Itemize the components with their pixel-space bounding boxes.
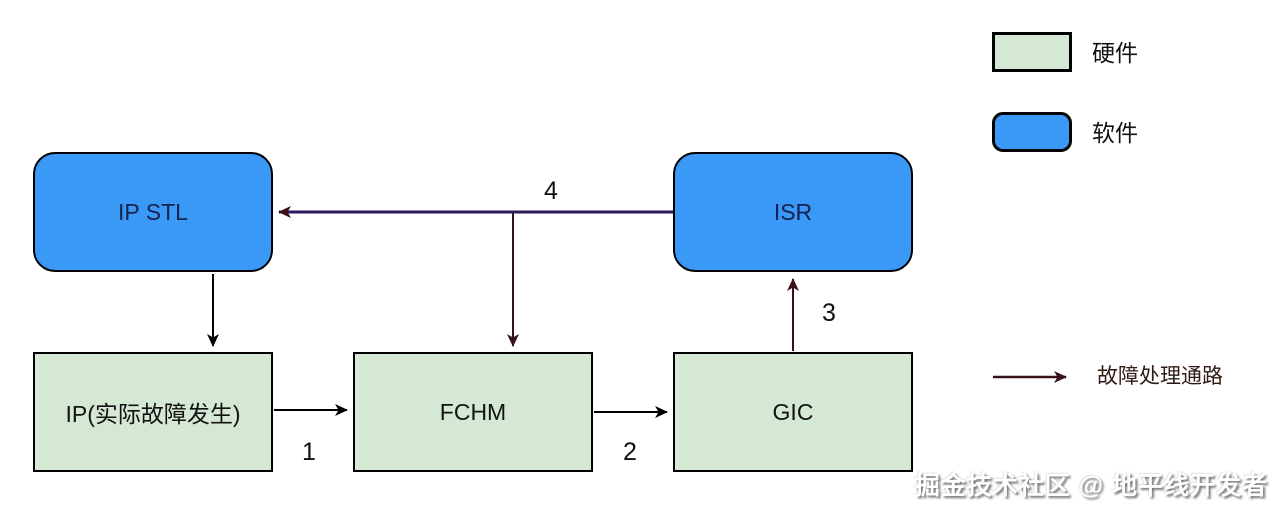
edge-label-1: 1 [302,438,316,466]
node-fchm: FCHM [353,352,593,472]
watermark: 掘金技术社区 @ 地平线开发者 [914,472,1268,500]
legend-swatch-software [992,112,1072,152]
legend-label-fault-path: 故障处理通路 [1097,365,1223,388]
legend-label-hardware: 硬件 [1092,40,1138,66]
edge-label-2: 2 [623,438,637,466]
node-ip-stl-label: IP STL [118,198,188,225]
edge-label-3: 3 [822,299,836,327]
legend-label-software: 软件 [1092,120,1138,146]
node-gic-label: GIC [772,398,814,425]
node-fchm-label: FCHM [439,398,507,425]
legend-swatch-hardware [992,32,1072,72]
node-ip-label: IP(实际故障发生) [65,401,241,427]
node-gic: GIC [673,352,913,472]
edge-label-4: 4 [544,177,558,205]
node-isr: ISR [673,152,913,272]
node-isr-label: ISR [773,198,813,225]
node-ip-stl: IP STL [33,152,273,272]
node-ip: IP(实际故障发生) [33,352,273,472]
